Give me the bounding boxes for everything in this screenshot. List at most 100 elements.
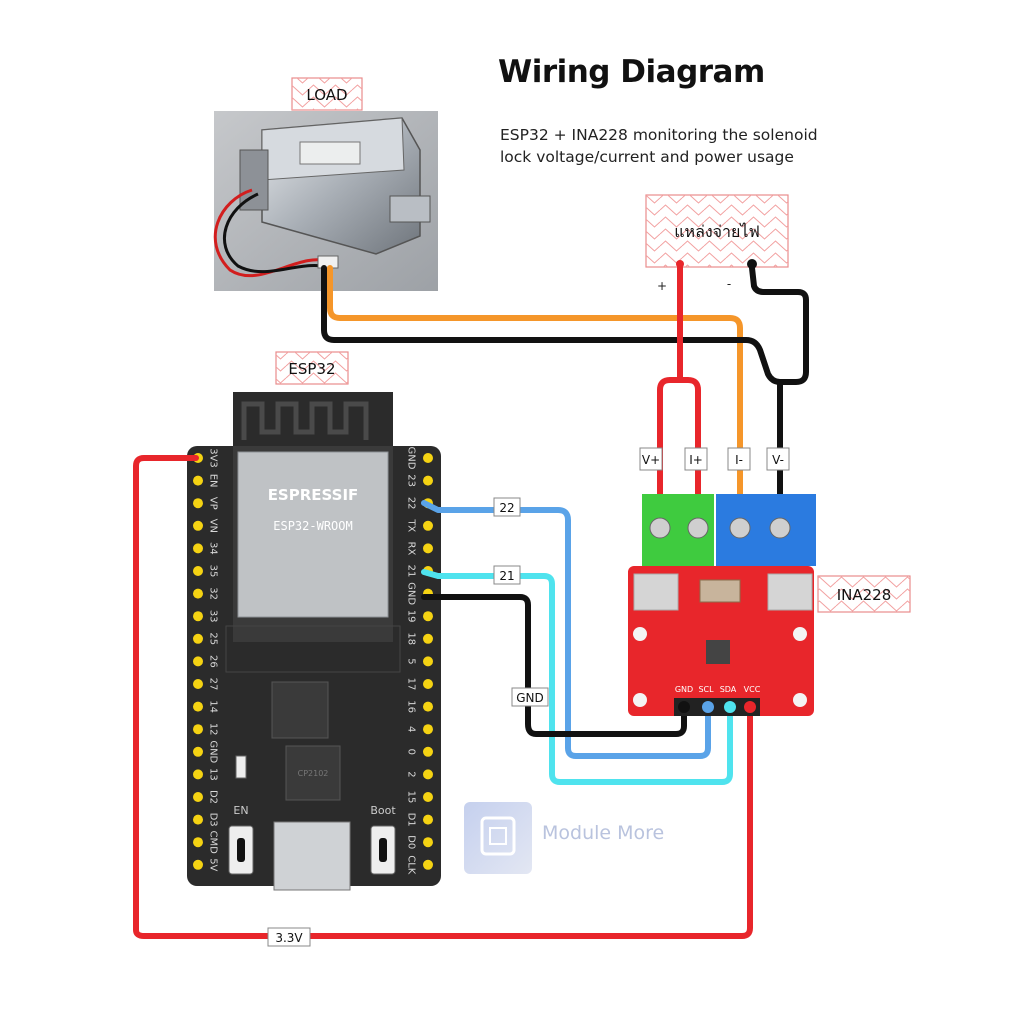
- load-label-box: LOAD: [291, 77, 363, 111]
- right-pin-17: [423, 837, 433, 848]
- right-pin-12: [423, 724, 433, 735]
- left-pin-label: 33: [208, 610, 219, 623]
- wire-22: [421, 500, 711, 759]
- left-pin-label: 5V: [208, 858, 219, 871]
- left-pin-label: 26: [208, 655, 219, 668]
- left-pin-label: VN: [208, 519, 219, 533]
- right-pin-9: [423, 656, 433, 667]
- right-pin-label: 21: [406, 565, 417, 578]
- wire-gnd: [421, 594, 687, 737]
- left-pin-label: 35: [208, 565, 219, 578]
- right-pin-label: 19: [406, 610, 417, 623]
- subtitle-line-2: lock voltage/current and power usage: [500, 148, 794, 166]
- boot-label: Boot: [370, 804, 396, 817]
- left-pin-label: D2: [208, 790, 219, 804]
- esp32-label-box: ESP32: [275, 351, 349, 385]
- wire-gnd-label: GND: [516, 691, 544, 705]
- left-pin-17: [193, 837, 203, 848]
- right-pin-label: RX: [406, 541, 417, 555]
- left-pin-10: [193, 679, 203, 689]
- wire-3v3: [133, 455, 753, 939]
- right-pin-11: [423, 701, 433, 712]
- page-title: Wiring Diagram: [498, 54, 765, 90]
- left-pin-3: [193, 520, 203, 531]
- en-label: EN: [233, 804, 248, 817]
- right-pin-4: [423, 543, 433, 554]
- left-pin-1: [193, 475, 203, 486]
- right-pin-label: 23: [406, 474, 417, 487]
- left-pin-label: 34: [208, 542, 219, 555]
- esp32-brand-text: ESPRESSIF: [268, 486, 359, 504]
- left-pin-label: 32: [208, 587, 219, 600]
- right-pin-8: [423, 633, 433, 644]
- esp32-module-text: ESP32-WROOM: [273, 519, 352, 533]
- terminal-i-plus: I+: [689, 453, 703, 467]
- wire-3v3-label: 3.3V: [275, 931, 303, 945]
- right-pin-label: 5: [406, 658, 417, 664]
- left-pin-5: [193, 566, 203, 576]
- right-pin-0: [423, 453, 433, 463]
- ina228-pin-label: SCL: [698, 685, 714, 694]
- terminal-i-minus: I-: [735, 453, 743, 467]
- terminal-labels: V+ I+ I- V-: [639, 447, 790, 471]
- left-pin-13: [193, 746, 203, 757]
- esp32-pin-labels: 3V3ENVPVN343532332526271412GND13D2D3CMD5…: [208, 447, 417, 875]
- wire-21-label: 21: [499, 569, 514, 583]
- ina228-pin-label: SDA: [720, 685, 737, 694]
- supply-minus-terminal: [747, 259, 757, 269]
- left-pin-label: VP: [208, 497, 219, 510]
- supply-plus-terminal: [676, 260, 684, 268]
- left-pin-label: GND: [208, 740, 219, 763]
- right-pin-7: [423, 611, 433, 622]
- left-pin-label: CMD: [208, 831, 219, 855]
- right-pin-3: [423, 520, 433, 531]
- wire-load-black: [321, 265, 793, 385]
- right-pin-label: TX: [406, 518, 417, 532]
- esp32-label: ESP32: [288, 360, 335, 378]
- right-pin-14: [423, 769, 433, 780]
- page-subtitle: ESP32 + INA228 monitoring the solenoid l…: [500, 124, 818, 168]
- load-label: LOAD: [306, 86, 347, 104]
- right-pin-label: 15: [406, 791, 417, 804]
- right-pin-label: 4: [406, 726, 417, 732]
- power-supply-box: แหล่งจ่ายไฟ: [645, 194, 789, 268]
- left-pin-label: D3: [208, 813, 219, 827]
- left-pin-label: 3V3: [208, 448, 219, 468]
- right-pin-label: GND: [406, 582, 417, 605]
- wire-labels: 22 21 GND 3.3V: [267, 497, 549, 947]
- right-pin-13: [423, 746, 433, 757]
- ina228-pin-label: VCC: [744, 685, 761, 694]
- right-pin-label: D0: [406, 835, 417, 849]
- right-pin-label: 16: [406, 700, 417, 713]
- left-pin-12: [193, 724, 203, 735]
- watermark-text: Module More: [542, 822, 665, 844]
- right-pin-label: CLK: [406, 855, 417, 875]
- left-pin-label: 12: [208, 723, 219, 736]
- left-pin-16: [193, 814, 203, 825]
- esp32-board: ESPRESSIF ESP32-WROOM CP2102 EN Boot 3V3…: [187, 392, 441, 891]
- left-pin-label: EN: [208, 474, 219, 488]
- solenoid-lock-image: [213, 117, 431, 278]
- right-pin-10: [423, 679, 433, 689]
- right-pin-label: GND: [406, 447, 417, 470]
- left-pin-2: [193, 498, 203, 509]
- power-minus-label: -: [727, 277, 731, 291]
- power-supply-label: แหล่งจ่ายไฟ: [674, 222, 760, 241]
- power-plus-label: +: [657, 279, 667, 293]
- left-pin-14: [193, 769, 203, 780]
- right-pin-16: [423, 814, 433, 825]
- left-pin-8: [193, 633, 203, 644]
- wire-supply-pos: [657, 263, 701, 529]
- wire-22-label: 22: [499, 501, 514, 515]
- load-photo: [213, 111, 438, 291]
- right-pin-label: 18: [406, 632, 417, 645]
- left-pin-4: [193, 543, 203, 554]
- ina228-label-box: INA228: [817, 575, 911, 613]
- subtitle-line-1: ESP32 + INA228 monitoring the solenoid: [500, 126, 818, 144]
- left-pin-label: 14: [208, 700, 219, 713]
- wires: [133, 263, 809, 939]
- left-pin-15: [193, 792, 203, 802]
